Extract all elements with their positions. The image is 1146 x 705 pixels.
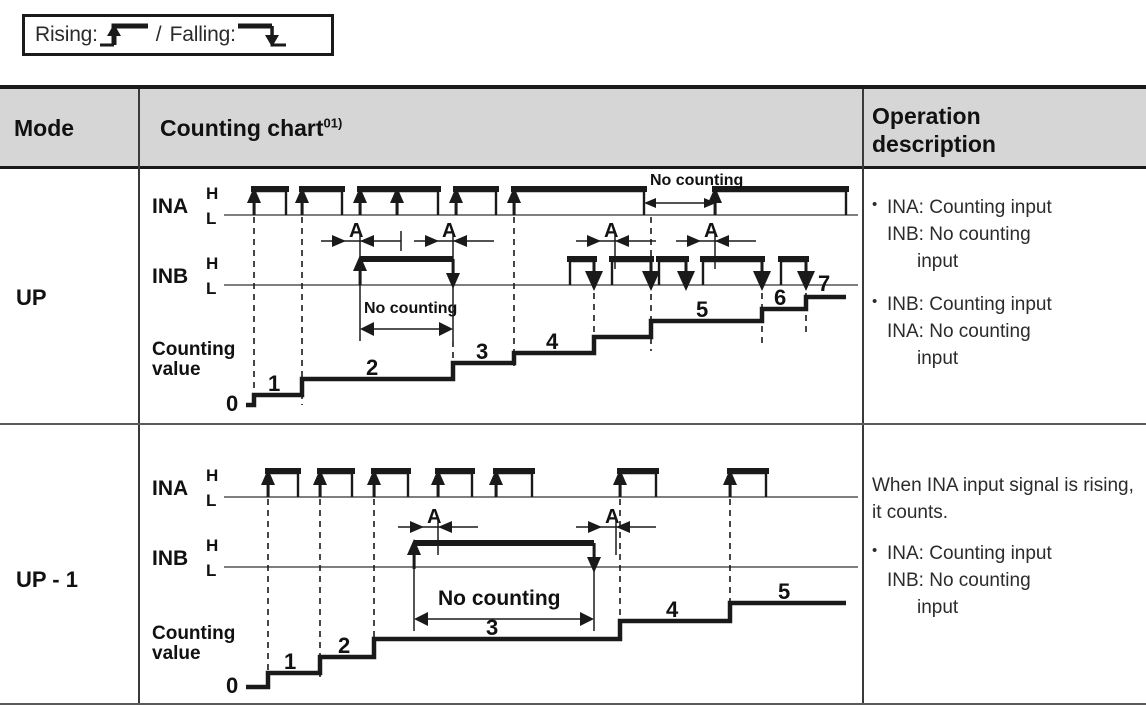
svg-text:L: L [206, 279, 216, 298]
signal-label-inb-2: INB [152, 547, 188, 570]
guide-lines-up-1 [267, 499, 731, 687]
svg-text:4: 4 [666, 597, 679, 622]
rising-edge-markers-ina [247, 187, 722, 215]
op-bullet-up-1-row2-line2: INB: No counting [887, 569, 1031, 591]
svg-text:A: A [427, 506, 441, 528]
edge-legend-box: Rising: / Falling: [22, 14, 334, 56]
operation-description-up-1: When INA input signal is rising, it coun… [872, 473, 1140, 638]
svg-text:2: 2 [366, 355, 378, 380]
counting-zero-label-2: 0 [226, 673, 238, 698]
svg-text:A: A [604, 220, 618, 242]
svg-text:7: 7 [818, 271, 830, 296]
table-top-rule [0, 85, 1146, 89]
svg-text:6: 6 [774, 285, 786, 310]
svg-text:H: H [206, 536, 218, 555]
column-divider-mode [138, 89, 140, 705]
table-bottom-rule [0, 703, 1146, 705]
column-divider-operation [862, 89, 864, 705]
no-counting-label-up-1: No counting [438, 587, 560, 610]
counting-chart-up: INA H L [146, 173, 858, 421]
table-header-row [0, 89, 1146, 166]
rising-edge-markers-ina-2 [261, 469, 737, 497]
op-bullet-up-1-row2-line1: INA: Counting input [887, 542, 1052, 564]
op-bullet-up-2-line3: input [917, 347, 959, 369]
operation-description-up: INA: Counting input INB: No counting inp… [872, 194, 1140, 389]
rising-label: Rising: [35, 23, 98, 46]
svg-text:H: H [206, 184, 218, 203]
svg-text:3: 3 [476, 339, 488, 364]
no-counting-label-ina: No counting [650, 173, 743, 189]
svg-text:A: A [349, 220, 363, 242]
interval-markers-up-1: A A [398, 506, 656, 555]
svg-text:L: L [206, 561, 216, 580]
header-operation-line2: description [872, 130, 996, 157]
op-bullet-up-1-row2: INA: Counting input INB: No counting inp… [872, 540, 1140, 622]
header-mode: Mode [14, 115, 75, 141]
op-bullet-up-2-line1: INB: Counting input [887, 293, 1052, 315]
header-operation-line1: Operation [872, 103, 981, 129]
counting-step-labels-up-1: 1 2 3 4 5 [284, 579, 790, 674]
op-bullet-up-1-line2: INB: No counting [887, 223, 1031, 245]
op-bullet-up-1-line1: INA: Counting input [887, 197, 1052, 218]
counting-value-label-4: value [152, 643, 201, 664]
no-counting-span-inb [359, 285, 454, 341]
svg-text:2: 2 [338, 633, 350, 658]
falling-edge-icon [236, 20, 288, 50]
counting-staircase-up-1 [246, 600, 846, 690]
svg-text:A: A [704, 220, 718, 242]
counting-chart-up-1: INA H L [146, 443, 858, 701]
op-bullet-up-2-line2: INA: No counting [887, 320, 1031, 342]
svg-text:1: 1 [284, 649, 296, 674]
counting-step-labels-up: 1 2 3 4 5 6 7 [268, 271, 830, 396]
svg-text:5: 5 [696, 297, 708, 322]
table-header-rule [0, 166, 1146, 169]
svg-text:H: H [206, 254, 218, 273]
rising-edge-icon [98, 20, 150, 50]
op-bullet-up-1-row2-line3: input [917, 596, 959, 618]
counting-staircase-up [246, 294, 846, 408]
counting-value-label-2: value [152, 359, 201, 380]
mode-label-up: UP [16, 285, 47, 310]
signal-label-ina-2: INA [152, 477, 188, 500]
counting-mode-table: Mode Counting chart01) Operation descrip… [0, 85, 1146, 705]
header-counting-chart: Counting chart01) [160, 115, 342, 143]
svg-text:3: 3 [486, 615, 498, 640]
svg-text:4: 4 [546, 329, 559, 354]
svg-text:A: A [442, 220, 456, 242]
op-intro-up-1: When INA input signal is rising, it coun… [872, 475, 1134, 523]
mode-label-up-1: UP - 1 [16, 567, 78, 592]
counting-value-label-1: Counting [152, 339, 235, 360]
svg-text:1: 1 [268, 371, 280, 396]
signal-label-ina: INA [152, 195, 188, 218]
no-counting-span-ina [644, 198, 716, 208]
header-counting-chart-text: Counting chart [160, 115, 324, 141]
falling-label: Falling: [169, 23, 236, 46]
op-bullet-up-1-line3: input [917, 250, 959, 272]
header-operation-description: Operation description [872, 103, 996, 158]
counting-value-label-3: Counting [152, 623, 235, 644]
svg-text:A: A [605, 506, 619, 528]
legend-separator: / [155, 23, 162, 46]
counting-zero-label: 0 [226, 391, 238, 416]
op-bullet-up-2: INB: Counting input INA: No counting inp… [872, 291, 1140, 373]
signal-label-inb: INB [152, 265, 188, 288]
svg-text:5: 5 [778, 579, 790, 604]
svg-text:L: L [206, 209, 216, 228]
no-counting-label-inb: No counting [364, 300, 457, 317]
svg-text:L: L [206, 491, 216, 510]
falling-edge-markers-inb [585, 261, 815, 291]
header-footnote-marker: 01) [323, 115, 343, 131]
interval-markers-up: A A A A [321, 220, 756, 273]
svg-text:H: H [206, 466, 218, 485]
op-bullet-up-1: INA: Counting input INB: No counting inp… [872, 194, 1140, 276]
no-counting-span-up-1 [413, 567, 595, 631]
row-divider-1 [0, 423, 1146, 425]
